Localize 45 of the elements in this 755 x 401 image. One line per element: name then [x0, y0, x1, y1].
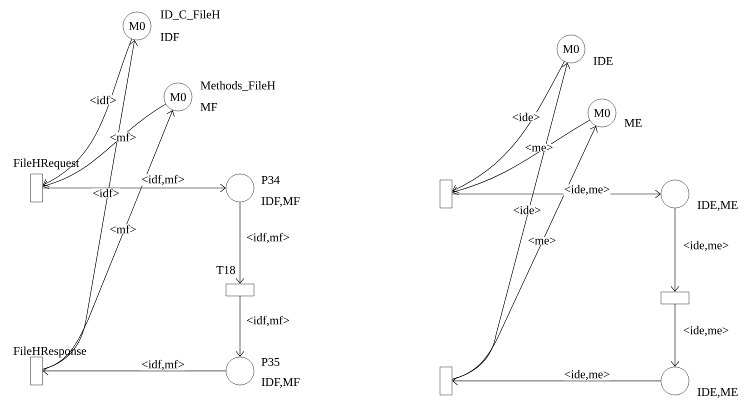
arrow [452, 126, 598, 380]
node-label: P34 [262, 176, 280, 184]
node-label: ME [624, 119, 642, 127]
node-label: MF [200, 103, 218, 111]
node-label: T18 [216, 266, 236, 274]
node-label: IDE [594, 57, 613, 65]
arrow [42, 38, 132, 187]
edge-label: <mf> [109, 224, 137, 234]
edge-label: <idf,mf> [140, 359, 186, 371]
transition-box [660, 292, 690, 304]
node-label: IDE,ME [698, 201, 738, 211]
arrow [42, 104, 166, 190]
edge-label: <idf> [92, 188, 120, 198]
arrow [452, 120, 590, 196]
edge-label: <ide> [512, 205, 542, 215]
edge-label: <idf,mf> [140, 174, 186, 186]
arrow [236, 202, 244, 284]
node-label: Methods_FileH [200, 81, 276, 91]
node-label: IDF,MF [262, 197, 300, 207]
edge-label: <ide,me> [564, 369, 610, 381]
node-label: IDF [160, 33, 180, 41]
edge-label: <ide,me> [682, 325, 730, 337]
arrow [236, 296, 244, 357]
edge-label: <idf,mf> [246, 232, 290, 244]
node-label: ID_C_FileH [160, 10, 220, 20]
edge-label: <idf> [89, 95, 117, 105]
node-label: P35 [262, 358, 280, 366]
arrow [452, 61, 565, 193]
transition-box [440, 366, 452, 396]
arrow [452, 376, 662, 386]
transition-box [440, 180, 452, 208]
edge-label: <me> [524, 144, 554, 152]
arrow [670, 208, 680, 292]
edge-label: <mf> [109, 132, 137, 142]
edge-label: <ide> [511, 112, 541, 122]
arrow [42, 366, 226, 376]
node-label: IDE,ME [698, 388, 738, 398]
arrow [670, 304, 680, 367]
edge-label: <idf,mf> [246, 315, 290, 327]
arrow [42, 184, 226, 192]
node-label: IDF,MF [262, 378, 300, 388]
edge-label: <ide,me> [564, 184, 610, 196]
edge-label: <ide,me> [682, 240, 730, 252]
arrow [42, 110, 175, 370]
edge-label: <me> [527, 237, 557, 245]
